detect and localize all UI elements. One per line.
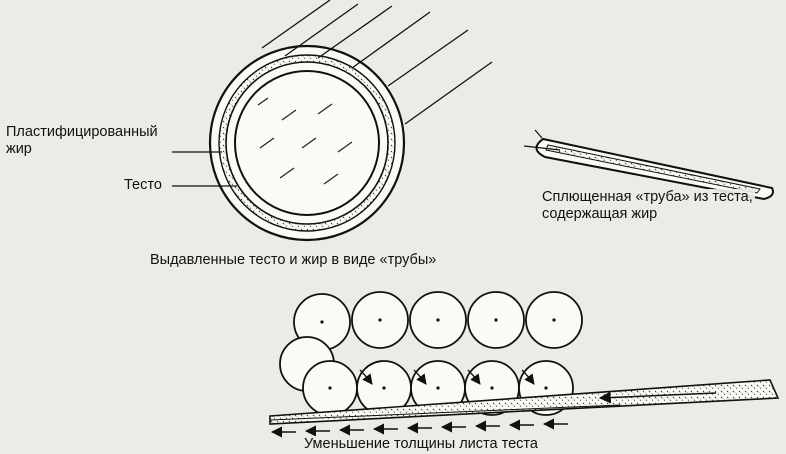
sheeting-rollers — [279, 291, 583, 416]
extruded-tube — [208, 0, 493, 242]
dough-sheet — [269, 379, 780, 425]
flattened-tube-guide — [523, 145, 561, 151]
feed-arrow — [598, 391, 717, 404]
flattened-tube — [523, 129, 774, 201]
tube-hatching — [257, 97, 353, 185]
sheet-thinning-caption: Уменьшение толщины листа теста — [302, 436, 540, 453]
extruded-tube-caption: Выдавленные тесто и жир в виде «трубы» — [148, 252, 439, 269]
tube-core — [234, 70, 380, 216]
flattened-tube-caption: Сплющенная «труба» из теста,содержащая ж… — [540, 189, 755, 223]
extrusion-lines — [261, 0, 493, 125]
dough-label: Тесто — [122, 177, 164, 194]
flow-direction-arrows — [270, 418, 568, 438]
